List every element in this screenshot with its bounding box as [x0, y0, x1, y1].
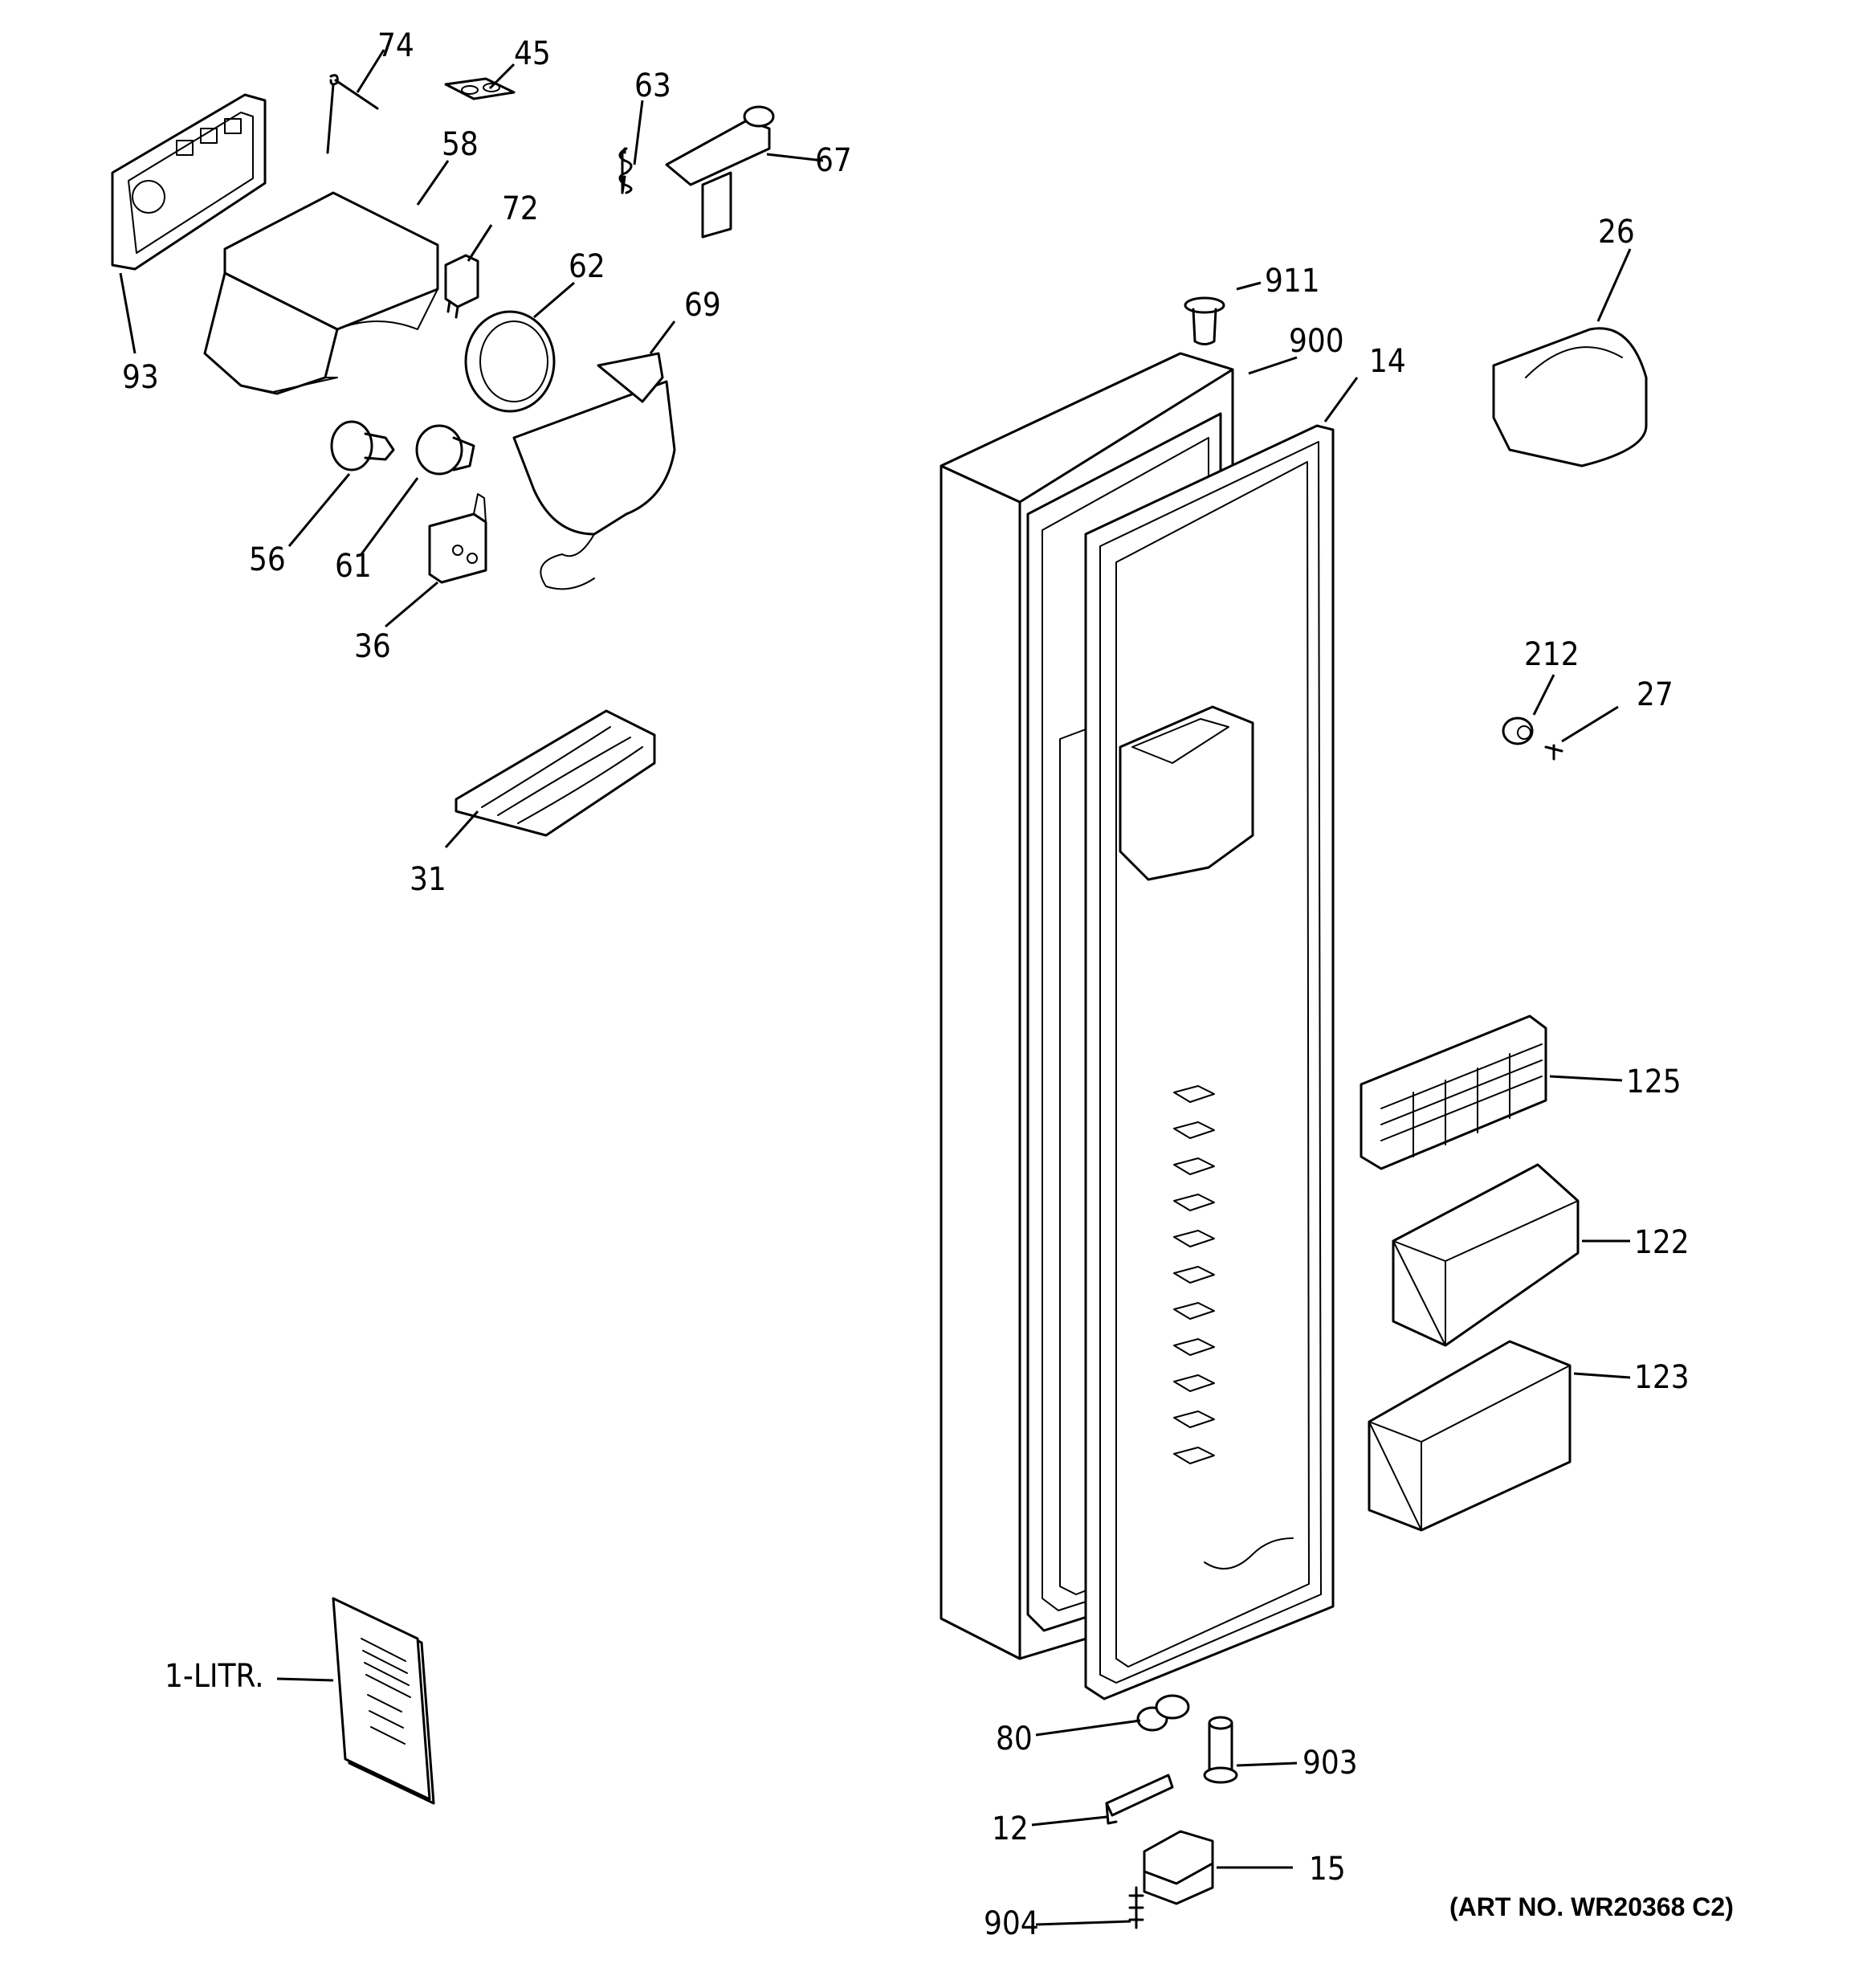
part-904-screw	[1128, 1886, 1144, 1929]
part-63-spring	[618, 147, 633, 194]
part-61-gear	[415, 424, 475, 476]
callout-903: 903	[1302, 1745, 1358, 1782]
callout-14: 14	[1369, 343, 1406, 380]
part-62-ring	[464, 310, 556, 413]
callout-31: 31	[410, 861, 446, 898]
callout-15: 15	[1309, 1851, 1346, 1888]
part-125-wire-basket	[1360, 1014, 1547, 1170]
callout-904: 904	[984, 1905, 1039, 1942]
part-67-lever	[665, 105, 775, 239]
part-911-cap	[1184, 296, 1225, 345]
callout-27: 27	[1637, 676, 1673, 713]
part-27-screw	[1544, 744, 1563, 761]
part-12-hinge	[1105, 1774, 1174, 1825]
part-26-cover	[1492, 327, 1648, 467]
callout-36: 36	[354, 628, 391, 665]
part-69-auger-housing	[512, 352, 676, 590]
callout-12: 12	[992, 1810, 1029, 1847]
callout-45: 45	[514, 35, 551, 72]
part-123-door-bin	[1368, 1340, 1572, 1532]
part-58-housing	[203, 191, 439, 395]
part-36-bracket	[428, 493, 487, 584]
callout-72: 72	[502, 190, 539, 227]
part-122-door-bin	[1392, 1163, 1580, 1347]
callout-74: 74	[377, 27, 414, 64]
callout-212: 212	[1524, 636, 1580, 673]
part-1-litr-manual	[332, 1597, 435, 1805]
callout-911: 911	[1265, 263, 1320, 300]
callout-63: 63	[634, 67, 671, 104]
part-15-hinge-bracket	[1143, 1830, 1214, 1905]
callout-125: 125	[1626, 1063, 1682, 1100]
callout-labels: 74 45 63 67 58 72 62 69 93 56 61 36 31 9…	[122, 27, 1690, 1942]
part-80-bushing	[1136, 1694, 1190, 1732]
callout-93: 93	[122, 359, 159, 396]
callout-1-litr: 1-LITR.	[165, 1658, 264, 1695]
part-74-spring	[326, 74, 379, 154]
callout-80: 80	[996, 1721, 1033, 1757]
callout-123: 123	[1634, 1359, 1690, 1396]
leader-lines	[119, 49, 1632, 1926]
callout-58: 58	[442, 126, 479, 163]
callout-61: 61	[335, 548, 372, 585]
callout-26: 26	[1598, 214, 1635, 251]
art-number: (ART NO. WR20368 C2)	[1449, 1892, 1734, 1921]
part-56-motor	[330, 420, 395, 471]
part-45-bracket	[444, 77, 516, 100]
part-72-switch	[444, 254, 479, 319]
part-212-bushing	[1502, 716, 1534, 745]
door-shelf-clips	[1173, 1085, 1215, 1464]
callout-122: 122	[1634, 1224, 1690, 1261]
part-31-drip-tray	[455, 709, 656, 837]
callout-62: 62	[569, 248, 605, 285]
part-93-control-panel	[111, 93, 267, 271]
callout-69: 69	[684, 287, 721, 324]
callout-56: 56	[249, 541, 286, 578]
callout-67: 67	[815, 142, 852, 179]
door-assembly	[940, 352, 1335, 1700]
callout-900: 900	[1289, 323, 1344, 360]
part-903-pin	[1203, 1716, 1238, 1784]
